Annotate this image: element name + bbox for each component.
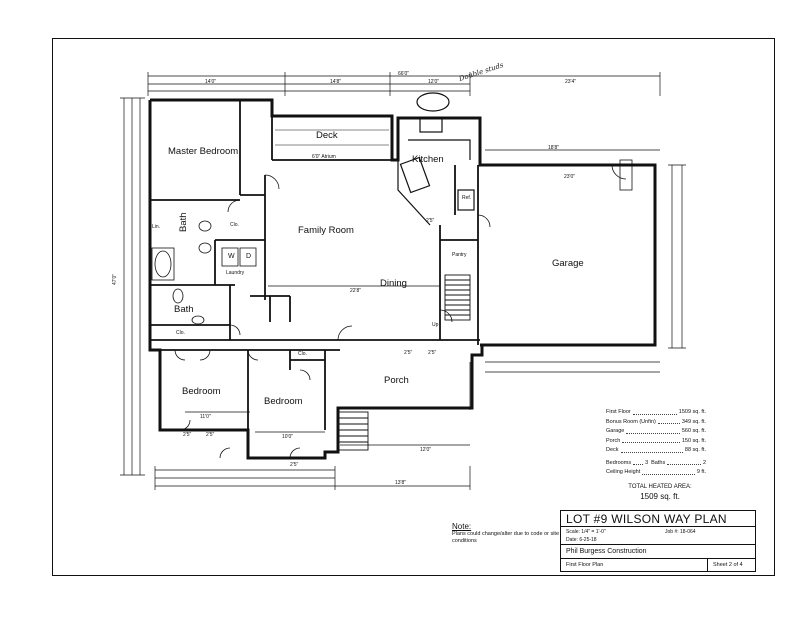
dim-top-c: 12'0" bbox=[428, 79, 440, 85]
dim-top-a: 14'0" bbox=[205, 79, 217, 85]
kitchen-counters bbox=[397, 92, 475, 226]
room-kitchen: Kitchen bbox=[412, 154, 444, 165]
dim-bedroom-width: 11'0" bbox=[200, 414, 211, 420]
company-name: Phil Burgess Construction bbox=[561, 545, 755, 559]
stat-row: Bonus Room (Unfin)349 sq. ft. bbox=[606, 418, 706, 425]
room-closet-3: Clo. bbox=[298, 351, 307, 357]
plan-title: LOT #9 WILSON WAY PLAN bbox=[561, 511, 755, 527]
room-deck: Deck bbox=[316, 130, 338, 141]
dim-door-f: 2'5" bbox=[426, 218, 435, 224]
room-dining: Dining bbox=[380, 278, 407, 289]
dim-top-b: 14'8" bbox=[330, 79, 342, 85]
plan-scale: Scale: 1/4" = 1'-0" bbox=[566, 529, 606, 535]
total-heated-label: TOTAL HEATED AREA: bbox=[628, 484, 692, 490]
dim-family-width: 22'8" bbox=[350, 288, 362, 294]
plan-name: First Floor Plan bbox=[566, 562, 604, 568]
room-bedroom-2: Bedroom bbox=[264, 396, 303, 407]
interior-walls bbox=[150, 100, 480, 430]
dimension-lines bbox=[120, 72, 686, 490]
sheet-border bbox=[52, 38, 775, 576]
plan-job-number: Job #: 18-064 bbox=[665, 529, 696, 535]
room-bath-1: Bath bbox=[178, 212, 189, 232]
fixtures bbox=[151, 159, 633, 325]
room-closet-2: Clo. bbox=[176, 330, 185, 336]
dim-door-b: 2'5" bbox=[206, 432, 215, 438]
room-closet-1: Clo. bbox=[230, 222, 239, 228]
plan-date: Date: 6-25-18 bbox=[566, 537, 597, 543]
plan-meta: Scale: 1/4" = 1'-0" Job #: 18-064 Date: … bbox=[561, 527, 755, 545]
room-laundry: Laundry bbox=[226, 270, 245, 276]
deck-boards bbox=[275, 129, 389, 146]
room-bedroom-1: Bedroom bbox=[182, 386, 221, 397]
room-master-bedroom: Master Bedroom bbox=[168, 146, 239, 157]
dim-top-overall: 66'0" bbox=[398, 71, 410, 77]
dim-door-d: 2'5" bbox=[404, 350, 413, 356]
linen-label: Lin. bbox=[152, 224, 161, 230]
dim-bottom-overall: 13'8" bbox=[395, 480, 407, 486]
note-text: Plans could change/alter due to code or … bbox=[452, 530, 560, 545]
dim-garage-depth: 23'0" bbox=[564, 174, 576, 180]
dryer-label: D bbox=[246, 253, 252, 260]
total-heated-value: 1509 sq. ft. bbox=[640, 492, 680, 501]
plan-footer: First Floor Plan Sheet 2 of 4 bbox=[561, 559, 755, 572]
plan-note: Note: Plans could change/alter due to co… bbox=[452, 523, 564, 546]
dim-left-overall: 47'0" bbox=[112, 273, 118, 285]
title-block: LOT #9 WILSON WAY PLAN Scale: 1/4" = 1'-… bbox=[560, 510, 756, 572]
room-family-room: Family Room bbox=[298, 225, 354, 236]
dim-garage-width: 18'8" bbox=[548, 145, 560, 151]
stairs bbox=[337, 274, 471, 451]
room-bath-2: Bath bbox=[174, 304, 194, 315]
atrium-label: 6'0" Atrium bbox=[312, 154, 336, 160]
door-swings bbox=[174, 164, 627, 459]
dim-bedroom2-width: 10'0" bbox=[282, 434, 294, 440]
note-heading: Note: bbox=[452, 522, 472, 531]
room-porch: Porch bbox=[384, 375, 409, 386]
stair-up-label: Up bbox=[432, 322, 439, 328]
dim-door-c: 2'5" bbox=[290, 462, 299, 468]
dim-top-d: 23'4" bbox=[565, 79, 577, 85]
room-pantry: Pantry bbox=[452, 252, 467, 258]
washer-label: W bbox=[228, 253, 235, 260]
dim-door-e: 2'5" bbox=[428, 350, 437, 356]
dim-porch-width: 12'0" bbox=[420, 447, 432, 453]
room-garage: Garage bbox=[552, 258, 584, 269]
dim-door-a: 2'5" bbox=[183, 432, 192, 438]
total-heated-area: TOTAL HEATED AREA: 1509 sq. ft. bbox=[605, 482, 715, 502]
sheet-number: Sheet 2 of 4 bbox=[707, 559, 743, 572]
room-ref: Ref. bbox=[462, 195, 472, 201]
